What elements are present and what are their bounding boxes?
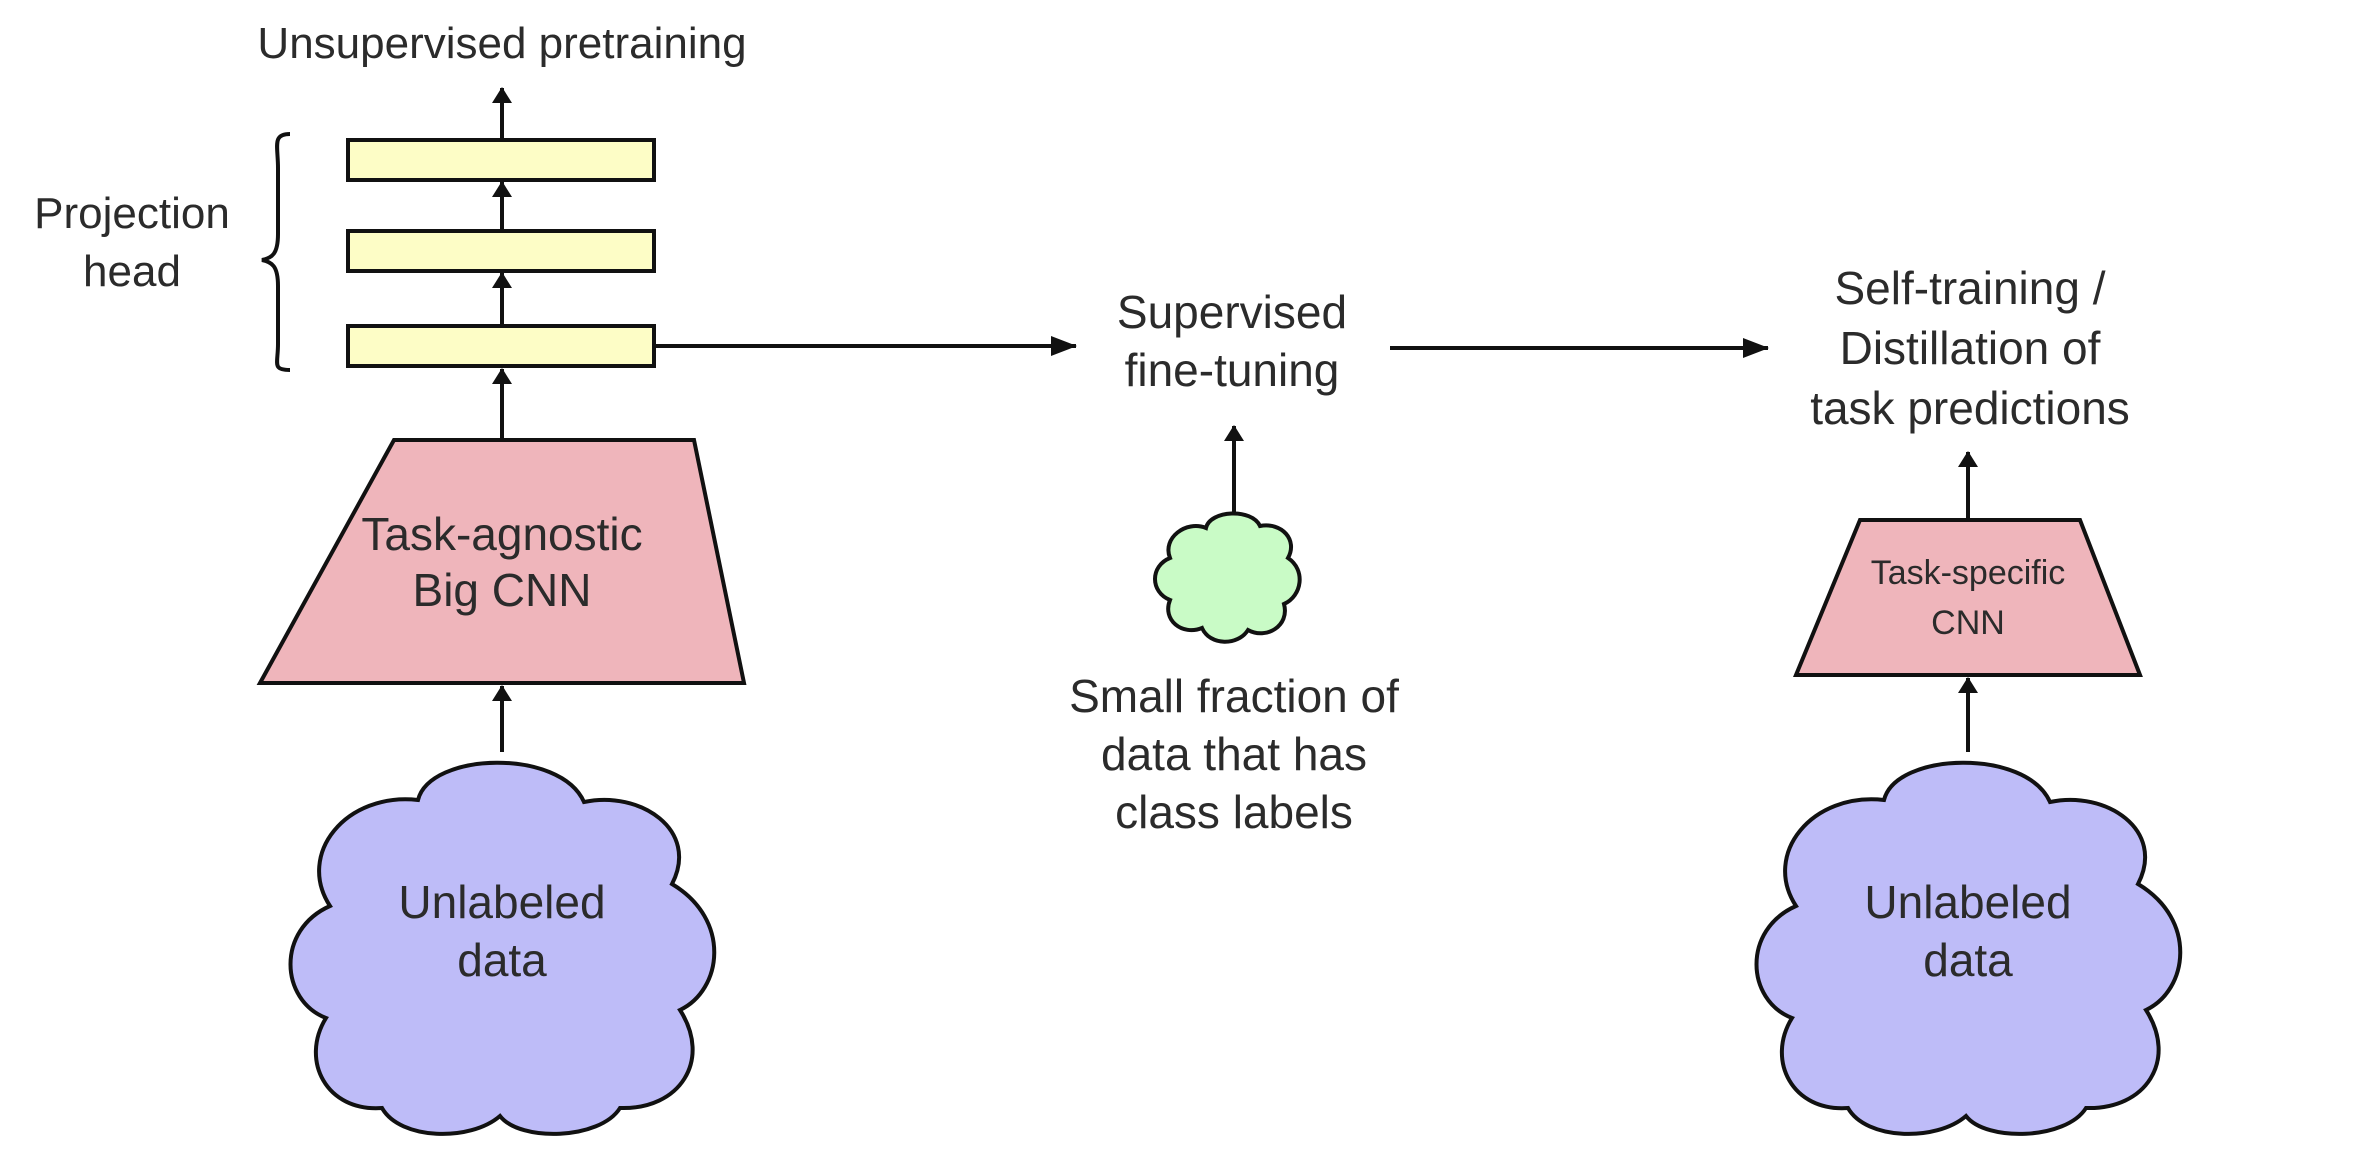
projection-layer-middle xyxy=(346,229,656,273)
pretraining-title: Unsupervised pretraining xyxy=(257,19,746,68)
finetuning-title-line1: Supervised xyxy=(1117,286,1347,338)
distillation-title-line1: Self-training / xyxy=(1834,262,2105,314)
unlabeled-data-left-line1: Unlabeled xyxy=(398,876,605,928)
projection-head-label-line1: Projection xyxy=(34,189,230,238)
projection-layer-bottom xyxy=(346,324,656,368)
finetuning-title-line2: fine-tuning xyxy=(1125,344,1340,396)
labeled-data-label-line2: data that has xyxy=(1101,728,1367,780)
projection-layer-top xyxy=(346,138,656,182)
projection-head-brace xyxy=(261,132,291,372)
labeled-data-label-line3: class labels xyxy=(1115,786,1353,838)
unlabeled-data-cloud-right xyxy=(1754,760,2183,1136)
unlabeled-data-right-line1: Unlabeled xyxy=(1864,876,2071,928)
big-cnn-label-line2: Big CNN xyxy=(413,564,592,616)
small-cnn-label-line2: CNN xyxy=(1931,604,2005,642)
small-cnn-label-line1: Task-specific xyxy=(1871,554,2066,592)
task-specific-cnn xyxy=(1793,518,2143,677)
distillation-title-line3: task predictions xyxy=(1810,382,2130,434)
big-cnn-label-line1: Task-agnostic xyxy=(361,508,642,560)
labeled-data-cloud xyxy=(1153,511,1302,644)
labeled-data-label-line1: Small fraction of xyxy=(1069,670,1399,722)
unlabeled-data-left-line2: data xyxy=(457,934,547,986)
unlabeled-data-cloud-left xyxy=(288,760,717,1136)
projection-head-label-line2: head xyxy=(83,247,181,296)
distillation-title-line2: Distillation of xyxy=(1840,322,2101,374)
unlabeled-data-right-line2: data xyxy=(1923,934,2013,986)
task-agnostic-big-cnn xyxy=(256,438,747,685)
